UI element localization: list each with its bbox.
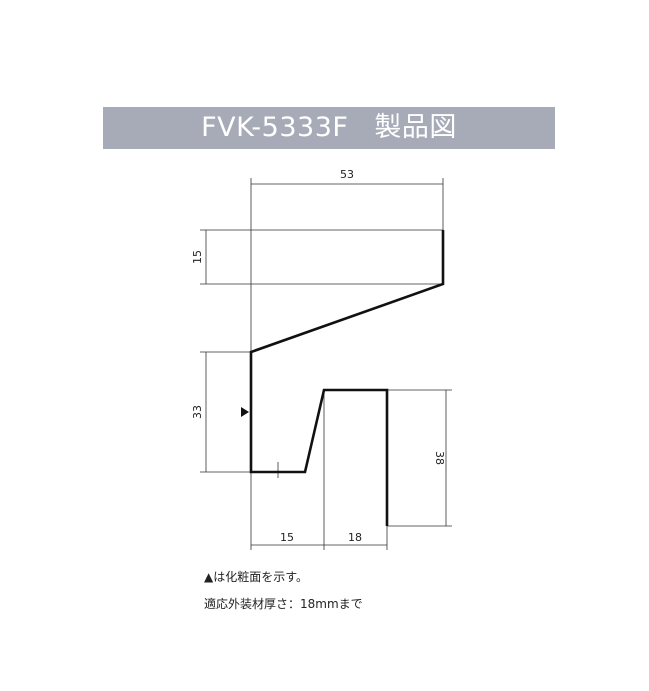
model-number: FVK-5333F — [201, 112, 349, 143]
drawing-label: 製品図 — [374, 112, 457, 143]
marker-note: ▲は化粧面を示す。 — [204, 570, 309, 584]
dim-bottom-left-width: 15 — [280, 531, 294, 544]
decorative-face-marker-icon — [241, 407, 249, 417]
profile-outline — [249, 230, 445, 526]
dim-right-height: 38 — [433, 451, 446, 465]
dim-bottom-right-width: 18 — [348, 531, 362, 544]
title-bar: FVK-5333F 製品図 — [103, 107, 555, 149]
dimension-lines — [200, 178, 452, 550]
dim-top-width: 53 — [340, 168, 354, 181]
dim-left-height: 33 — [191, 405, 204, 419]
dim-top-height: 15 — [191, 250, 204, 264]
thickness-note: 適応外装材厚さ：18mmまで — [204, 597, 363, 611]
